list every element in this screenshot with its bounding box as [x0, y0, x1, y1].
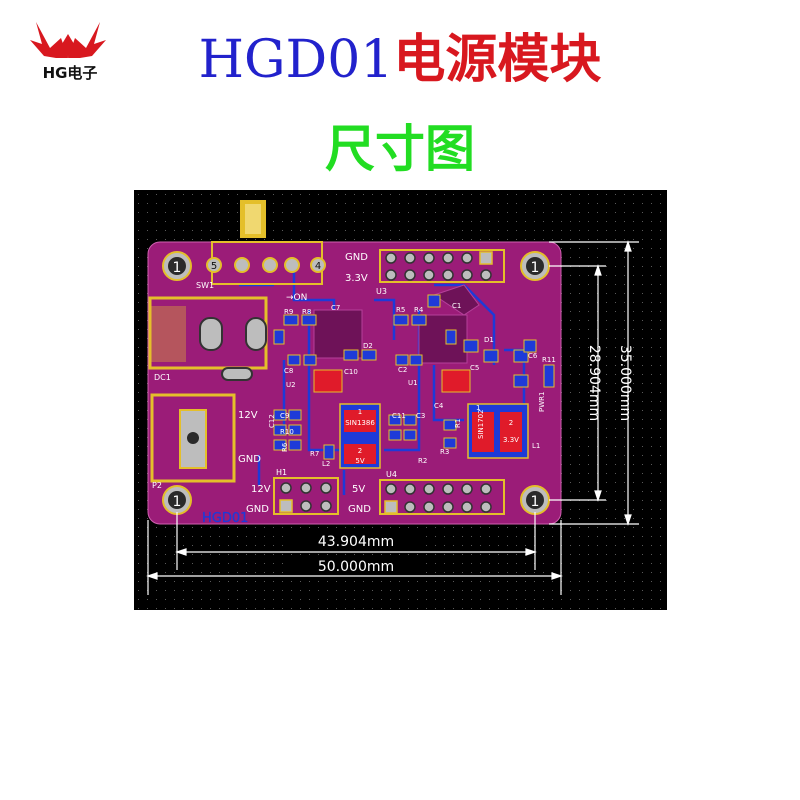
c2-label: C2 [398, 366, 407, 374]
dim-height-total: 35.000mm [617, 345, 633, 421]
header-h1: H1 12V GND [246, 468, 339, 515]
smd-pads [273, 294, 555, 460]
u1-label: U1 [408, 379, 418, 387]
l2-label: L2 [322, 460, 330, 468]
pcb-drawing: 1 1 1 1 5 4 SW1 →ON DC1 [134, 190, 667, 610]
on-label: →ON [286, 293, 307, 303]
u4-label: U4 [386, 470, 397, 479]
dim-label-bg [284, 532, 424, 550]
c9-label: C9 [280, 412, 289, 420]
c12-label: C12 [268, 414, 276, 428]
reg-5v-value: 5V [355, 457, 364, 465]
dim-width-holes: 43.904mm [318, 534, 394, 550]
c3-label: C3 [416, 412, 425, 420]
brand-logo-text: HG电子 [42, 64, 98, 82]
u3-3v3-label: 3.3V [345, 273, 368, 284]
c8-label: C8 [284, 367, 293, 375]
r5-label: R5 [396, 306, 405, 314]
u2-label: U2 [286, 381, 296, 389]
c11-label: C11 [392, 412, 406, 420]
header-u4: 5V GND U4 [348, 470, 505, 515]
mounting-hole-bl: 1 [162, 485, 192, 515]
mounting-hole-br: 1 [520, 485, 550, 515]
switch-sw1: 5 4 SW1 →ON [196, 200, 326, 303]
header-u3: GND 3.3V U3 [345, 249, 505, 296]
sw-pin-5-label: 5 [211, 261, 217, 272]
r4-label: R4 [414, 306, 424, 314]
page-subtitle: 尺寸图 [325, 119, 475, 178]
hole-label: 1 [173, 494, 182, 510]
r2-label: R2 [418, 457, 427, 465]
c6-label: C6 [528, 352, 538, 360]
u3-label: U3 [376, 287, 387, 296]
d1-label: D1 [484, 336, 494, 344]
pcb-board [148, 242, 561, 524]
dim-width-total: 50.000mm [318, 559, 394, 575]
dim-label-bg [284, 557, 424, 575]
r10-label: R10 [280, 428, 294, 436]
mounting-hole-tl: 1 [162, 251, 192, 281]
u3-gnd-label: GND [345, 252, 368, 263]
h1-label: H1 [276, 468, 287, 477]
brand-logo [30, 22, 106, 58]
dim-height-holes: 28.904mm [586, 345, 602, 421]
r11-label: R11 [542, 356, 556, 364]
hole-label: 1 [173, 260, 182, 276]
regulator-3v3: SIN1702 2 3.3V 1 [467, 403, 529, 459]
p2-gnd-label: GND [238, 454, 261, 465]
dimension-lines [146, 240, 639, 595]
reg-3v3-part: SIN1702 [477, 409, 485, 439]
sw1-label: SW1 [196, 281, 214, 290]
c1-label: C1 [452, 302, 461, 310]
c4-label: C4 [434, 402, 444, 410]
r7-label: R7 [310, 450, 319, 458]
c10-label: C10 [344, 368, 358, 376]
copper-pour [313, 284, 480, 364]
p2-12v-label: 12V [238, 410, 258, 421]
r6-label: R6 [281, 442, 289, 452]
reg-5v-part: SIN1386 [345, 419, 375, 427]
pwr1-label: PWR1 [538, 392, 546, 412]
dc-jack-dc1: DC1 [148, 296, 268, 382]
reg-3v3-pin1: 1 [476, 404, 480, 412]
regulator-5v: 1 SIN1386 2 5V [339, 403, 381, 469]
r3-label: R3 [440, 448, 449, 456]
title-model: HGD01 [198, 30, 394, 90]
c7-label: C7 [331, 304, 340, 312]
p2-label: P2 [152, 481, 162, 490]
terminal-p2: P2 12V GND [150, 393, 261, 490]
board-label: HGD01 [202, 511, 248, 526]
reg-3v3-value: 3.3V [503, 436, 519, 444]
title-name: 电源模块 [393, 29, 602, 90]
d2-label: D2 [363, 342, 373, 350]
board-outline [147, 241, 562, 525]
u4-5v-label: 5V [352, 484, 365, 495]
h1-12v-label: 12V [251, 484, 271, 495]
hole-label: 1 [531, 260, 540, 276]
dc1-label: DC1 [154, 373, 171, 382]
r1-label: R1 [454, 419, 462, 428]
u4-gnd-label: GND [348, 504, 371, 515]
eagle-wings-icon [30, 22, 106, 58]
sw-pin-4-label: 4 [315, 261, 321, 272]
reg-5v-pin1: 1 [358, 408, 362, 416]
hole-label: 1 [531, 494, 540, 510]
reg-5v-pin2: 2 [358, 447, 362, 455]
r9-label: R9 [284, 308, 293, 316]
h1-gnd-label: GND [246, 504, 269, 515]
reg-3v3-pin2: 2 [509, 419, 513, 427]
mounting-hole-tr: 1 [520, 251, 550, 281]
l1-label: L1 [532, 442, 540, 450]
page-title: HGD01电源模块 [0, 28, 800, 92]
c5-label: C5 [470, 364, 479, 372]
r8-label: R8 [302, 308, 311, 316]
